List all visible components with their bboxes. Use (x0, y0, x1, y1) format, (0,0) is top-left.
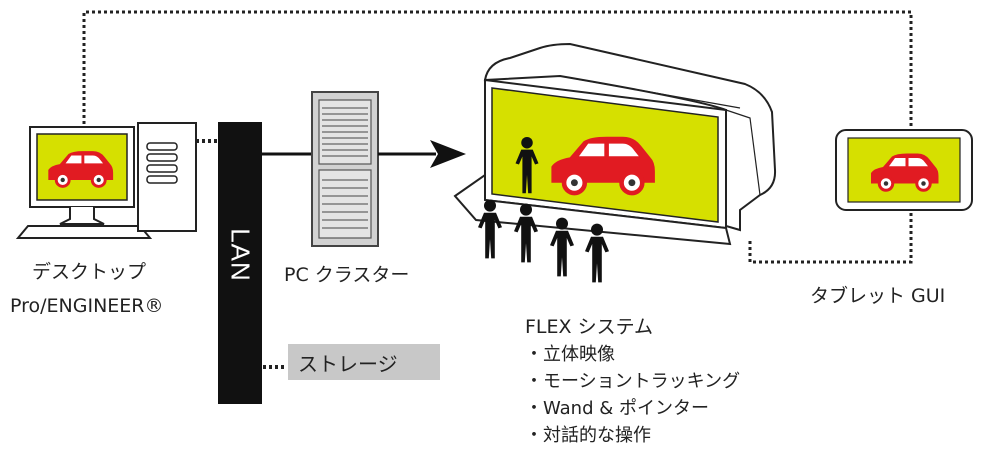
desktop-label: デスクトップ (32, 261, 147, 283)
desktop-software-label: Pro/ENGINEER® (10, 295, 164, 317)
tablet-icon (835, 129, 973, 211)
flex-booth-icon (453, 42, 777, 283)
pc-cluster-label: PC クラスター (284, 264, 410, 286)
desktop-monitor-icon (15, 126, 153, 239)
desktop-tower-icon (137, 122, 197, 232)
storage-box (288, 344, 440, 380)
flex-feature-list: FLEX システム ・立体映像 ・モーショントラッキング ・Wand & ポイン… (525, 314, 740, 449)
flex-feature-item: ・対話的な操作 (525, 425, 651, 446)
tablet-label: タブレット GUI (810, 285, 946, 307)
flex-feature-item: ・モーショントラッキング (525, 371, 741, 392)
flex-title: FLEX システム (525, 316, 654, 338)
arrow-pc-to-flex (378, 140, 466, 168)
lan-bar (218, 122, 262, 404)
pc-cluster-icon (311, 91, 379, 247)
flex-feature-item: ・立体映像 (525, 344, 615, 365)
storage-label: ストレージ (298, 352, 398, 376)
flex-feature-item: ・Wand & ポインター (525, 398, 709, 419)
lan-label: LAN (225, 228, 256, 282)
